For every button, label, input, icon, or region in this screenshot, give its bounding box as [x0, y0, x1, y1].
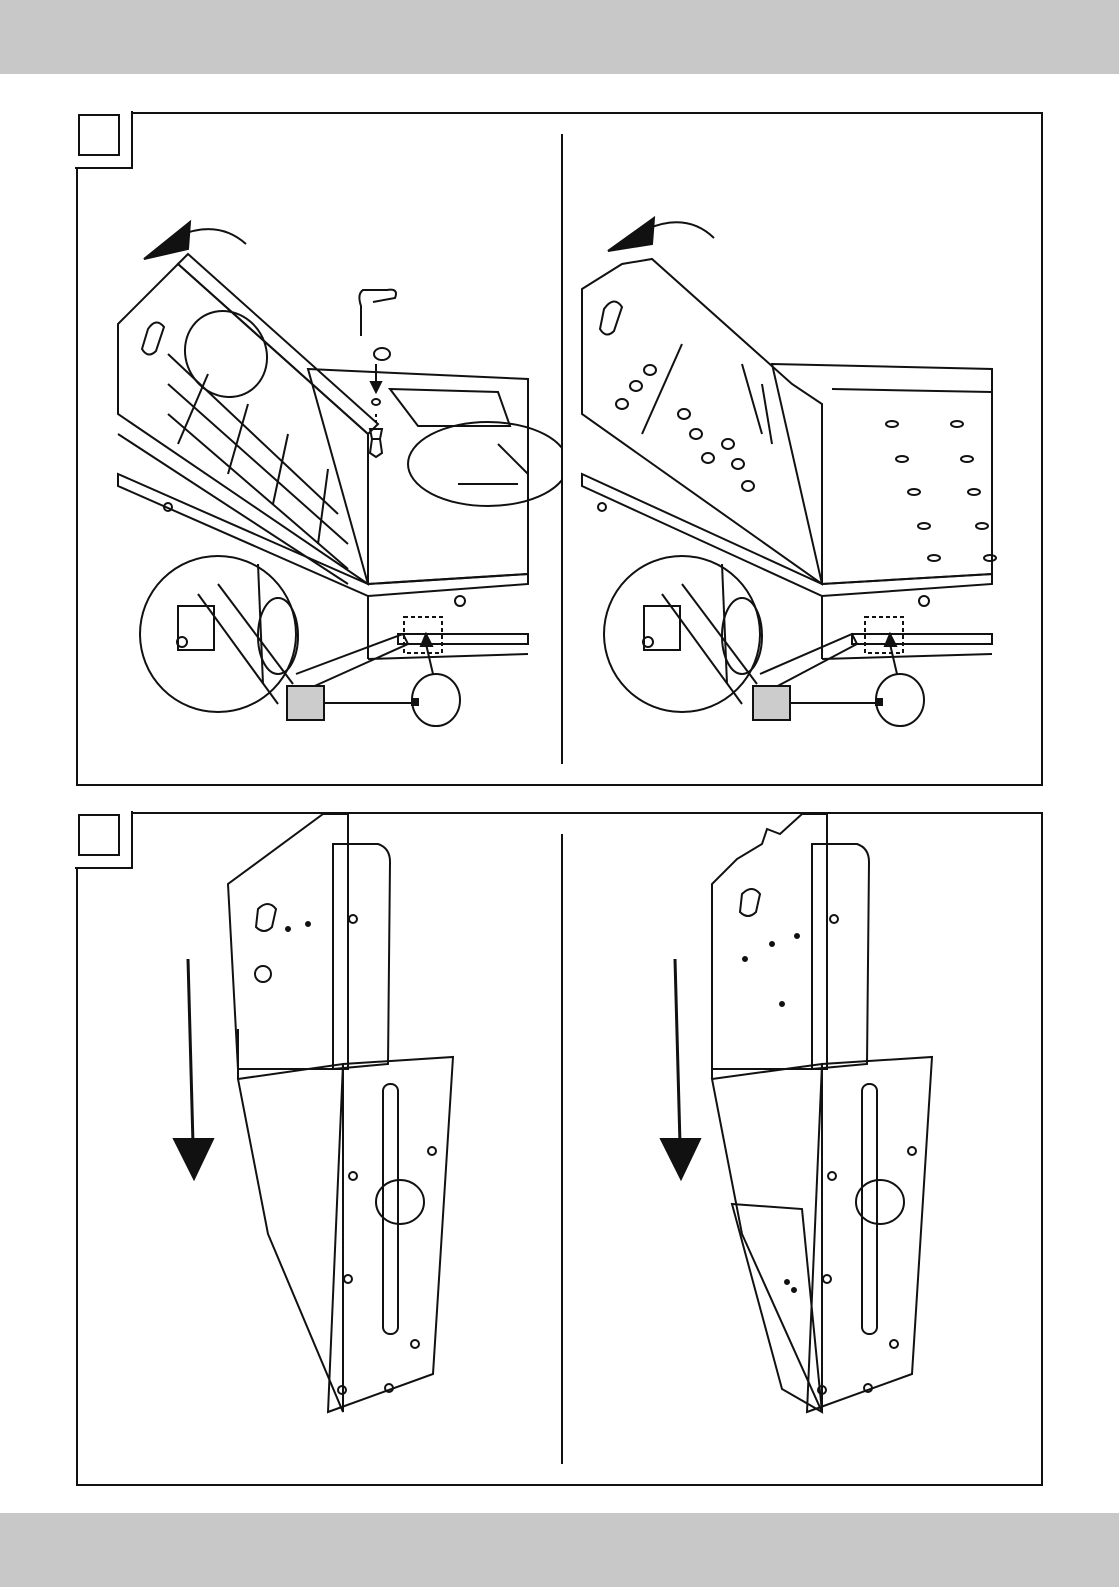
- back-plate: [712, 814, 827, 1069]
- header-band: [0, 0, 1119, 74]
- blade-disc: [169, 296, 282, 412]
- lower-box: [238, 1064, 343, 1412]
- illustration-slide-left: [78, 814, 561, 1484]
- rotate-arrow: [647, 222, 714, 238]
- lock-knob-detail: [876, 674, 924, 726]
- lock-knob: [856, 1180, 904, 1224]
- detail-magnifier: [140, 556, 296, 712]
- figure-panel-2: [76, 812, 1043, 1486]
- footer-band: [0, 1513, 1119, 1587]
- down-arrow-head: [661, 1139, 700, 1179]
- screw-icon: [370, 429, 382, 457]
- washer-icon: [372, 399, 380, 405]
- down-arrow: [675, 959, 680, 1144]
- lock-knob-detail: [412, 674, 460, 726]
- back-plate: [228, 814, 348, 1069]
- callout-box: [287, 686, 324, 720]
- detail-magnifier: [604, 556, 760, 712]
- slide-bracket: [328, 1057, 453, 1412]
- callout-box: [753, 686, 790, 720]
- illustration-slide-right: [562, 814, 1045, 1484]
- table-top: [772, 364, 992, 584]
- rotate-arrow-head: [608, 218, 654, 251]
- hex-key-icon: [359, 290, 396, 336]
- front-rail: [812, 844, 869, 1069]
- down-arrow-head: [174, 1139, 213, 1179]
- down-arrow: [188, 959, 193, 1144]
- illustration-tilt-left: [78, 114, 561, 784]
- figure-panel-1: [76, 112, 1043, 786]
- slide-bracket: [807, 1057, 932, 1412]
- table-top: [308, 369, 528, 584]
- rotate-arrow-head: [144, 222, 190, 259]
- front-rail: [333, 844, 390, 1069]
- illustration-tilt-right: [562, 114, 1045, 784]
